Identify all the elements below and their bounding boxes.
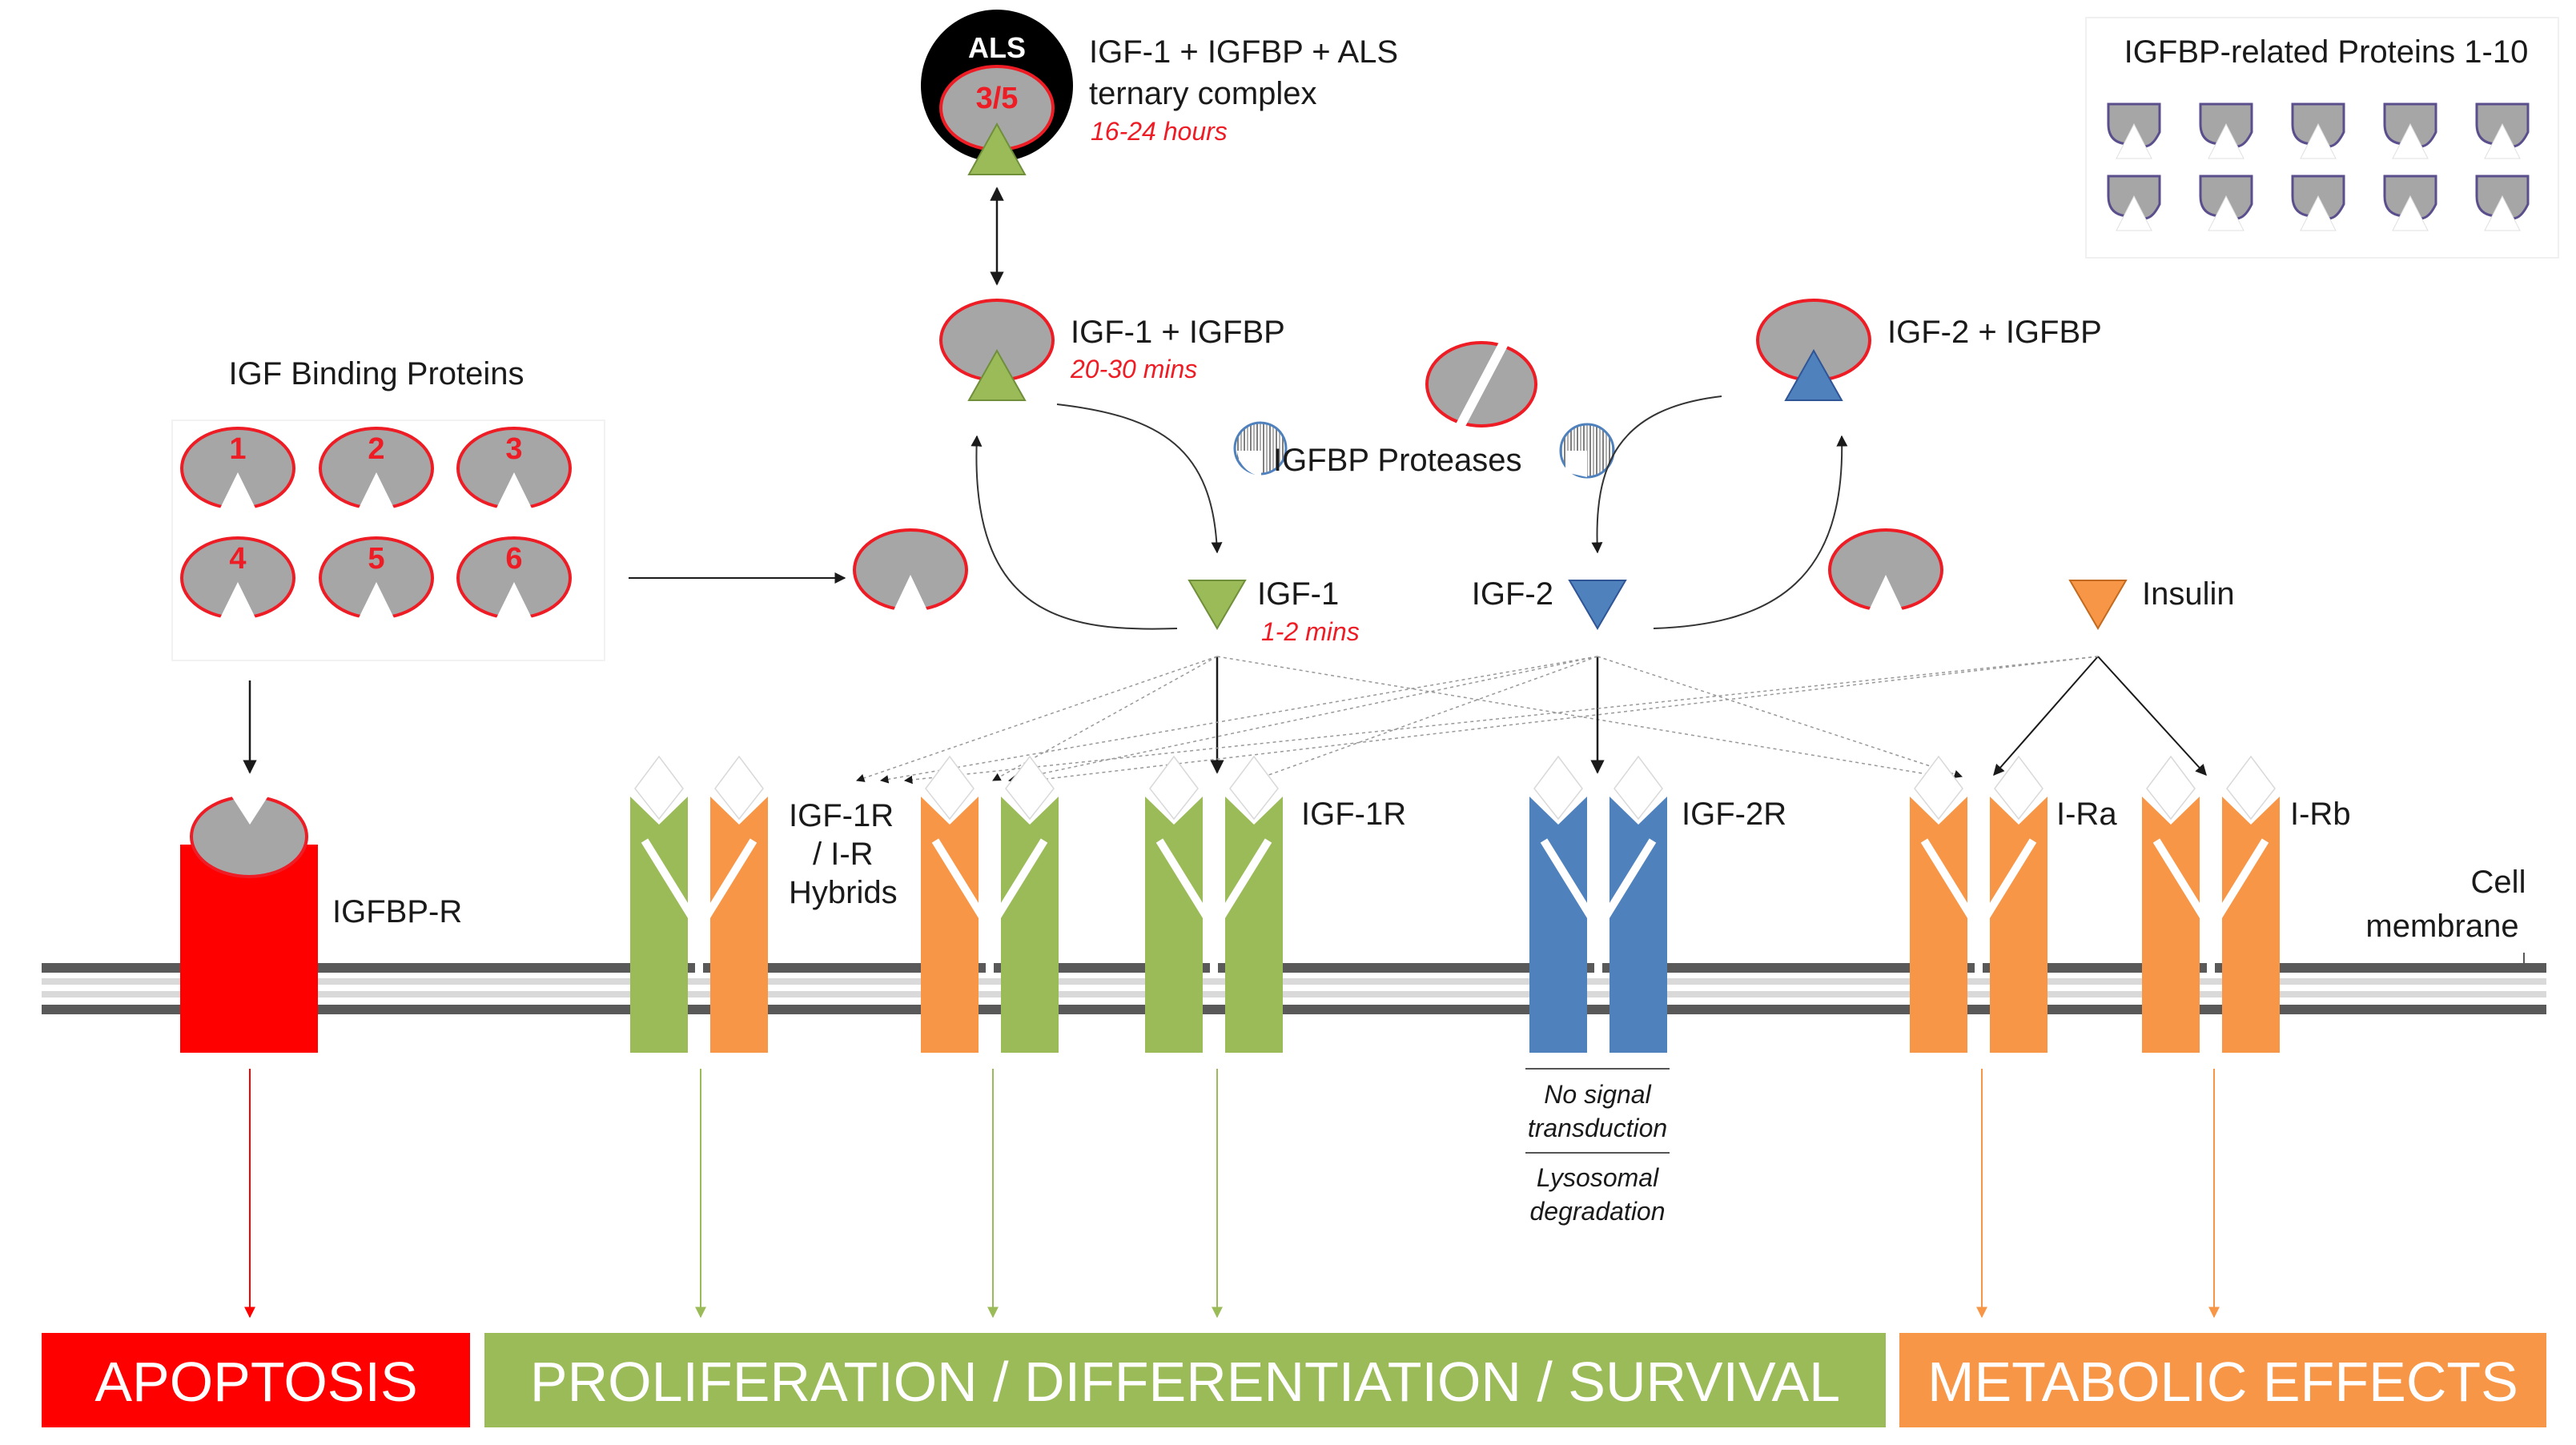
receptors-group [630, 755, 2280, 1053]
ternary-complex: ALS 3/5 [921, 10, 1073, 175]
igfbp-number: 3 [505, 432, 522, 466]
igf2r-note-line2: transduction [1528, 1114, 1667, 1142]
igf2r-note-line4: degradation [1529, 1197, 1665, 1226]
igfbp-rp-icon [2107, 175, 2161, 231]
igf1-ligand-icon [1188, 580, 1247, 630]
ternary-time: 16-24 hours [1091, 117, 1228, 146]
igf1-release-arrow [1056, 403, 1223, 554]
igfbp-rp-icon [2107, 102, 2161, 159]
apoptosis-bar [42, 1333, 470, 1427]
igfbp-number: 5 [368, 542, 384, 576]
protease-icon-left [1233, 421, 1288, 476]
igf2r-receptor [1529, 755, 1667, 1053]
related-proteins-box [2085, 17, 2559, 259]
protease-icon-right [1559, 423, 1615, 479]
igf1-binding-arrow [971, 435, 1178, 630]
igfbp-rp-icon [2475, 102, 2530, 159]
binding-proteins-box [171, 419, 605, 661]
irb-label: I-Rb [2290, 797, 2351, 832]
hybrid-label-line2: / I-R [813, 837, 874, 872]
igfbp-number: 2 [368, 432, 384, 466]
igf2-complex-label: IGF-2 + IGFBP [1887, 315, 2102, 350]
igfbp-6: 6 [456, 536, 572, 628]
ternary-bp-label: 3/5 [976, 82, 1019, 115]
metabolic-label: METABOLIC EFFECTS [1927, 1351, 2518, 1413]
igf1-igfbp-complex [939, 299, 1055, 401]
igfbp-rp-icon [2291, 175, 2345, 231]
igfbp-rp-icon [2199, 102, 2253, 159]
insulin-label: Insulin [2142, 576, 2235, 612]
binding-proteins-grid: 1 2 3 4 5 6 [180, 427, 572, 628]
ternary-title-line1: IGF-1 + IGFBP + ALS [1089, 34, 1398, 70]
membrane-label-line1: Cell [2471, 865, 2526, 900]
igfbp-rp-icon [2291, 102, 2345, 159]
igf1r-ir-hybrid-receptor-b [921, 755, 1059, 1053]
igf2-igfbp-complex [1756, 299, 1871, 401]
cleaved-bp-icon [1425, 338, 1537, 431]
igfbp-rp-icon [2383, 102, 2437, 159]
igfbp-2: 2 [319, 427, 434, 518]
proliferation-label: PROLIFERATION / DIFFERENTIATION / SURVIV… [530, 1351, 1840, 1413]
igf1-complex-label: IGF-1 + IGFBP [1071, 315, 1285, 350]
igf2r-note-line3: Lysosomal [1537, 1163, 1659, 1192]
igfbp-rp-icon [2475, 175, 2530, 231]
insulin-ligand-icon [2068, 580, 2128, 630]
igf1r-receptor [1145, 755, 1283, 1053]
igf2r-note-line1: No signal [1544, 1080, 1651, 1109]
igfbp-r-label: IGFBP-R [332, 894, 462, 929]
igf2-ligand-icon [1568, 580, 1627, 630]
igfbp-3: 3 [456, 427, 572, 518]
hybrid-label-line1: IGF-1R [789, 798, 894, 833]
igfbp-number: 1 [229, 432, 246, 466]
proteases-label: IGFBP Proteases [1273, 443, 1522, 478]
ternary-title-line2: ternary complex [1089, 76, 1317, 111]
igfbp-1: 1 [180, 427, 295, 518]
igfbp-4: 4 [180, 536, 295, 628]
igfbp-number: 4 [229, 542, 246, 576]
ligand-receptor-arrows [243, 656, 2207, 785]
igf2r-label: IGF-2R [1682, 797, 1786, 832]
igfbp-number: 6 [505, 542, 522, 576]
free-igfbp-right [1828, 528, 1943, 620]
igf1-label: IGF-1 [1257, 576, 1339, 612]
related-proteins-grid [2107, 102, 2530, 231]
insulin-receptor-a [1910, 755, 2048, 1053]
igfbp-rp-icon [2383, 175, 2437, 231]
insulin-receptor-b [2142, 755, 2280, 1053]
igfbp-5: 5 [319, 536, 434, 628]
related-proteins-title: IGFBP-related Proteins 1-10 [2124, 34, 2529, 70]
igf2-release-arrow [1591, 395, 1722, 554]
proliferation-bar [484, 1333, 1886, 1427]
igfbp-receptor [180, 789, 318, 1053]
igf1-time: 1-2 mins [1261, 617, 1360, 646]
als-label: ALS [968, 31, 1026, 64]
igf2-label: IGF-2 [1472, 576, 1553, 612]
igf1r-ir-hybrid-receptor-a [630, 755, 768, 1053]
free-igfbp-left [853, 528, 968, 620]
igf1-complex-time: 20-30 mins [1070, 355, 1197, 383]
binding-proteins-title: IGF Binding Proteins [228, 356, 524, 391]
ira-label: I-Ra [2056, 797, 2117, 832]
metabolic-bar [1899, 1333, 2546, 1427]
hybrid-label-line3: Hybrids [789, 875, 898, 910]
igf1r-label: IGF-1R [1301, 797, 1406, 832]
igf2-binding-arrow [1653, 435, 1848, 629]
membrane-label-line2: membrane [2365, 909, 2518, 944]
igfbp-rp-icon [2199, 175, 2253, 231]
downstream-arrows [244, 1069, 2220, 1319]
apoptosis-label: APOPTOSIS [94, 1351, 417, 1413]
